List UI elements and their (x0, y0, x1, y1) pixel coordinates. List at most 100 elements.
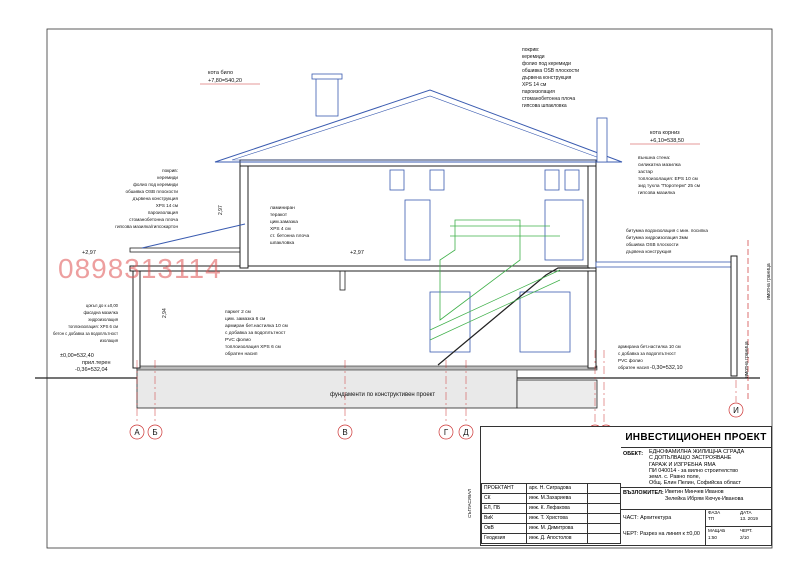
sheet-label: ЧЕРТ. (740, 528, 753, 533)
svg-text:цокъл до к ±0,00: цокъл до к ±0,00 (86, 303, 119, 308)
foundation-label: фундаменти по конструктивен проект (330, 392, 435, 398)
roof-outline (214, 89, 623, 163)
stair-flight (437, 267, 590, 366)
svg-text:покрив:: покрив: (162, 168, 178, 173)
svg-text:топлоизолация XPS 6 см: топлоизолация XPS 6 см (225, 344, 281, 350)
svg-text:ламиниран: ламиниран (270, 206, 295, 211)
svg-text:обратен насип: обратен насип (225, 351, 258, 357)
railing-line-3 (429, 279, 561, 341)
chimney-cap (311, 73, 343, 80)
scale-value: 1:50 (708, 535, 717, 540)
note-ext-wall: външна стена: силикатна мазилка застар т… (638, 156, 700, 196)
date-value: 13. 2019 (740, 516, 758, 521)
svg-text:паркет 2 см: паркет 2 см (225, 309, 251, 315)
phase-value: ТП (708, 516, 715, 521)
svg-text:топлоизолация: XPS 6 см: топлоизолация: XPS 6 см (68, 324, 118, 329)
stair-railing (439, 219, 521, 321)
svg-text:PVC фолио: PVC фолио (618, 358, 643, 363)
svg-text:фолио под керемиди: фолио под керемиди (133, 182, 178, 187)
axis-label-g: Г (444, 428, 449, 437)
svg-text:фолио под керемиди: фолио под керемиди (522, 61, 571, 67)
note-ground-floor: паркет 2 см цим. замазка 6 см армиран бе… (225, 309, 288, 357)
sheet-border (46, 28, 773, 549)
svg-text:теракот: теракот (270, 213, 288, 218)
phone-watermark: 0898313114 (58, 253, 222, 284)
svg-text:фасадна мазилка: фасадна мазилка (83, 310, 118, 315)
title-block-header: ИНВЕСТИЦИОНЕН ПРОЕКТ (621, 427, 771, 448)
vent-pipe (596, 117, 608, 163)
part-label: ЧАСТ: Архитектура (623, 515, 672, 521)
svg-text:с добавка за водоплътност: с добавка за водоплътност (225, 330, 286, 336)
side-roof (141, 223, 246, 249)
svg-text:битумна водоизолация с мин. по: битумна водоизолация с мин. посипка (626, 228, 708, 233)
svg-text:битумна хидроизолация 3мм: битумна хидроизолация 3мм (626, 235, 688, 240)
eave-level-value: +6,10=538,50 (650, 138, 684, 144)
window-upper-4 (564, 169, 580, 191)
svg-text:ст. бетонна плоча: ст. бетонна плоча (270, 233, 310, 239)
axis-label-b: Б (152, 428, 157, 437)
svg-text:дървена конструкция: дървена конструкция (133, 196, 179, 201)
axis-label-d: Д (463, 428, 469, 437)
note-interfloor: ламиниран теракот цим.замазка XPS 4 см с… (270, 206, 310, 246)
title-block-client: ВЪЗЛОЖИТЕЛ: Иветин Минчев Иванов Зелейка… (621, 487, 771, 510)
sheet-value: 2/10 (740, 535, 749, 540)
svg-text:пароизолация: пароизолация (148, 210, 179, 215)
svg-text:стоманобетонна плоча: стоманобетонна плоча (129, 217, 178, 222)
window-upper-1 (389, 169, 405, 191)
scale-label: МАЩАБ (708, 528, 726, 533)
object-label: ОБЕКТ: (623, 451, 644, 457)
title-block-part: ЧАСТ: Архитектура ЧЕРТ: Разрез на линия … (621, 509, 772, 545)
svg-text:топлоизолация: EPS 10 см: топлоизолация: EPS 10 см (638, 176, 698, 182)
note-roof-left: покрив: керемиди фолио под керемиди обши… (115, 168, 178, 229)
svg-text:обшивка OSB плоскости: обшивка OSB плоскости (126, 189, 179, 194)
chimney (315, 77, 339, 117)
note-garage-floor: армирана бет.настилка 10 см с добавка за… (618, 344, 681, 370)
ground-slab (136, 365, 598, 371)
axis-label-a: А (134, 428, 140, 437)
door-upper-2 (544, 199, 584, 261)
side-label: СЪГЛАСУВАЛ (467, 489, 472, 518)
client-names: Иветин Минчев Иванов Зелейка Ибрям Кючук… (665, 489, 744, 502)
axis-label-i: И (733, 406, 739, 415)
title-block: ИНВЕСТИЦИОНЕН ПРОЕКТ ОБЕКТ: ЕДНОФАМИЛНА … (467, 426, 772, 546)
terrain-level-value: -0,36=532,04 (75, 367, 108, 373)
zero-level: ±0,00=532,40 (60, 353, 94, 359)
svg-text:XPS 14 см: XPS 14 см (522, 82, 547, 88)
svg-text:хидроизолация: хидроизолация (88, 317, 118, 322)
client-label: ВЪЗЛОЖИТЕЛ: (623, 490, 664, 496)
ridge-level-value: +7,80=540,20 (208, 78, 242, 84)
date-label: ДАТА (740, 510, 752, 515)
svg-text:обшивка OSB плоскости: обшивка OSB плоскости (626, 242, 679, 247)
floor2-level-right: +2,97 (350, 250, 364, 256)
svg-text:керемиди: керемиди (157, 175, 178, 180)
svg-text:XPS 14 см: XPS 14 см (156, 203, 178, 208)
drawing-label: ЧЕРТ: Разрез на линия к ±0,00 (623, 531, 700, 537)
svg-text:пароизолация: пароизолация (522, 89, 555, 95)
svg-text:обшивка OSB плоскости: обшивка OSB плоскости (522, 68, 579, 74)
wall-right-upper (587, 161, 597, 269)
height-dim-1: 2,94 (162, 308, 168, 318)
svg-text:XPS 4 см: XPS 4 см (270, 226, 291, 232)
floor2-level-left: +2,97 (82, 250, 96, 256)
note-roof-top: покрив: керемиди фолио под керемиди обши… (522, 47, 579, 109)
window-ground-2 (519, 291, 571, 353)
svg-text:дървена конструкция: дървена конструкция (626, 249, 672, 254)
terrain-level-label: прил.терен (82, 360, 111, 366)
svg-text:с добавка за водоплътност: с добавка за водоплътност (618, 351, 677, 356)
svg-text:застар: застар (638, 170, 653, 175)
foundation-hatch-garage (516, 379, 598, 409)
svg-text:изолация: изолация (100, 338, 118, 343)
note-retaining: битумна водоизолация с мин. посипка биту… (626, 228, 708, 254)
foundation-hatch (136, 367, 518, 409)
svg-text:стоманобетонна плоча: стоманобетонна плоча (522, 96, 575, 102)
svg-text:гипсова мазилка/гипсокартон: гипсова мазилка/гипсокартон (115, 224, 178, 229)
roof-inner (231, 95, 606, 161)
axis-lines (136, 350, 737, 423)
